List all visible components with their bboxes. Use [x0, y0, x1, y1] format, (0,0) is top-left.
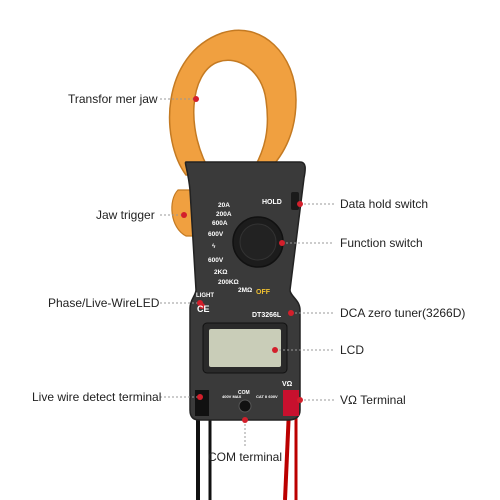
lcd-screen — [209, 329, 281, 367]
transformer-jaw — [168, 29, 297, 176]
label-live-led: Phase/Live-WireLED — [48, 296, 160, 310]
label-transformer-jaw: Transfor mer jaw — [68, 92, 158, 106]
range-label: 600V — [208, 257, 224, 264]
label-lcd: LCD — [340, 343, 365, 357]
com-label: COM — [238, 390, 250, 396]
label-hold-switch: Data hold switch — [340, 197, 429, 211]
callout-dots — [181, 96, 303, 423]
range-label: 600V — [208, 231, 224, 238]
light-label: LIGHT — [196, 293, 214, 299]
model-label: DT3266L — [252, 312, 282, 319]
com-jack[interactable] — [238, 399, 252, 413]
off-label: OFF — [256, 289, 271, 296]
hold-button[interactable] — [291, 192, 299, 210]
function-dial-inner — [239, 223, 277, 261]
red-probe-plug[interactable] — [283, 390, 299, 416]
label-com-terminal: COM terminal — [208, 450, 283, 464]
hold-label: HOLD — [262, 199, 282, 206]
red-lead — [283, 409, 291, 500]
range-label: 200KΩ — [218, 279, 239, 286]
range-label: 2MΩ — [238, 287, 252, 294]
ce-mark: CE — [197, 304, 210, 314]
black-probe-plug[interactable] — [195, 390, 209, 416]
range-label: 600A — [212, 220, 228, 227]
range-label: ϟ — [212, 243, 216, 250]
label-function-switch: Function switch — [340, 236, 423, 250]
vohm-label: VΩ — [282, 381, 293, 388]
label-jaw-trigger: Jaw trigger — [96, 208, 155, 222]
label-live-terminal: Live wire detect terminal — [32, 390, 162, 404]
callout-lines — [160, 98, 334, 448]
cat-label: CAT II 600V — [256, 394, 278, 399]
label-zero-tuner: DCA zero tuner(3266D) — [340, 306, 466, 320]
range-label: 20A — [218, 202, 230, 209]
max-voltage-label: 400V MAX — [222, 394, 242, 399]
range-label: 2KΩ — [214, 269, 228, 276]
label-v-terminal: VΩ Terminal — [340, 393, 406, 407]
range-label: 200A — [216, 211, 232, 218]
